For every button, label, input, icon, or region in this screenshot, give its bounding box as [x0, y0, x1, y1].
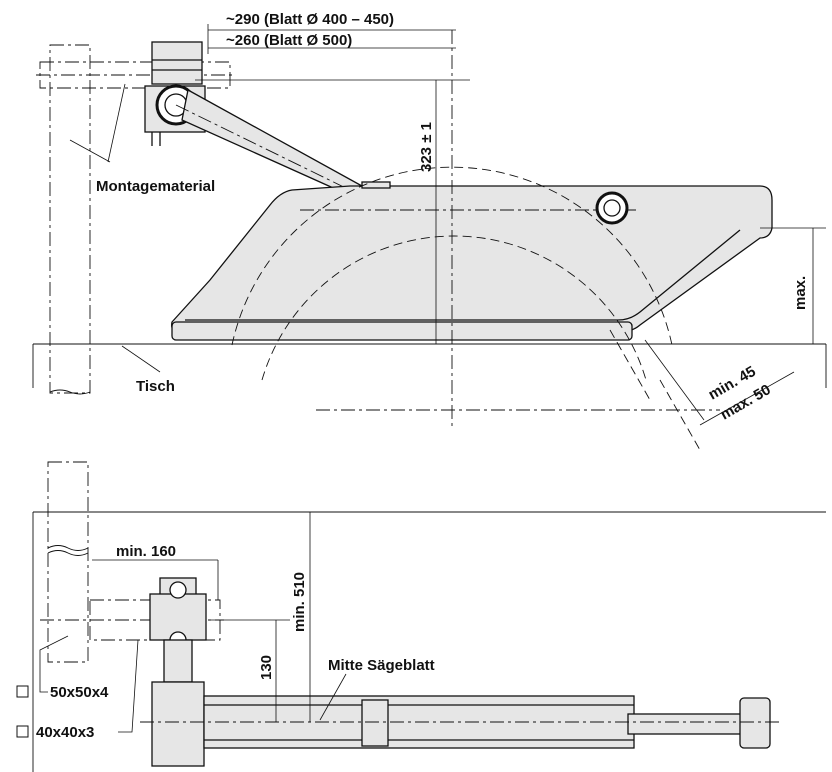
tube-40-label: 40x40x3	[36, 724, 94, 741]
dim-323-label: 323 ± 1	[418, 122, 435, 172]
tisch-label: Tisch	[136, 378, 175, 395]
tube-50-label: 50x50x4	[50, 684, 109, 701]
square-icon-40	[16, 725, 29, 738]
mounting-post	[36, 44, 236, 395]
dim-290-label: ~290 (Blatt Ø 400 – 450)	[226, 11, 394, 28]
guard-plan	[140, 681, 780, 767]
side-view: ~290 (Blatt Ø 400 – 450) ~260 (Blatt Ø 5…	[32, 11, 827, 451]
pivot-circle	[595, 191, 629, 225]
max-label: max.	[792, 276, 809, 310]
blade-guard	[171, 185, 773, 333]
post-plan	[47, 461, 89, 663]
mitte-saegeblatt-label: Mitte Sägeblatt	[328, 657, 435, 674]
square-icon-50	[16, 685, 29, 698]
plan-view: min. 160 min. 510 130 Mitte Sägeblatt 50…	[16, 461, 826, 772]
saw-blade-outline	[231, 166, 701, 451]
min510-label: min. 510	[291, 572, 308, 632]
dim-260-label: ~260 (Blatt Ø 500)	[226, 32, 352, 49]
clamp-plan	[149, 577, 207, 683]
min160-label: min. 160	[116, 543, 176, 560]
montagematerial-label: Montagematerial	[96, 178, 215, 195]
dim-130-label: 130	[258, 655, 275, 680]
